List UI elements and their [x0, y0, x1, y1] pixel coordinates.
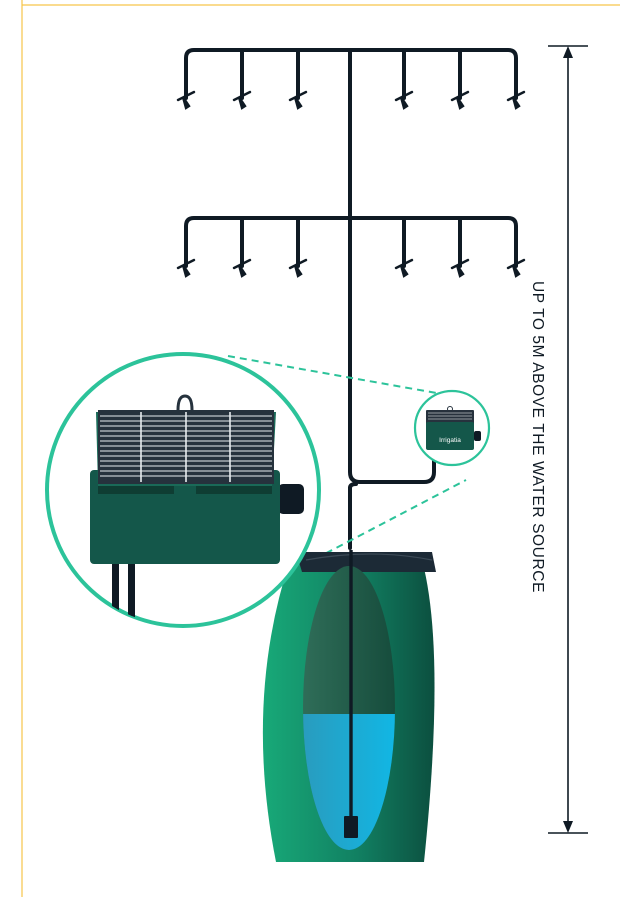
drip-emitter-icon: [506, 258, 526, 278]
drip-network: [184, 48, 518, 550]
drip-emitter-icon: [394, 258, 414, 278]
drip-emitter-icon: [176, 258, 196, 278]
drip-emitter-icon: [176, 90, 196, 110]
magnifier-callout-icon: [227, 355, 467, 571]
drip-emitter-icon: [394, 90, 414, 110]
drip-emitter-icon: [232, 90, 252, 110]
small-callout-circle: Irrigatia: [413, 389, 491, 467]
dimension-label: UP TO 5M ABOVE THE WATER SOURCE: [529, 281, 546, 593]
drip-emitter-icon: [232, 258, 252, 278]
height-dimension: [548, 45, 588, 834]
solar-panel-icon: [98, 410, 274, 484]
drip-emitter-icon: [288, 90, 308, 110]
drip-emitter-icon: [288, 258, 308, 278]
drip-emitter-icon: [450, 258, 470, 278]
drip-emitter-icon: [450, 90, 470, 110]
water-barrel-icon: [262, 550, 436, 862]
brand-text: Irrigatia: [439, 437, 461, 444]
drip-emitters: [176, 90, 526, 278]
frame: [21, 0, 620, 897]
magnified-pump-callout: [45, 352, 321, 628]
drip-emitter-icon: [506, 90, 526, 110]
